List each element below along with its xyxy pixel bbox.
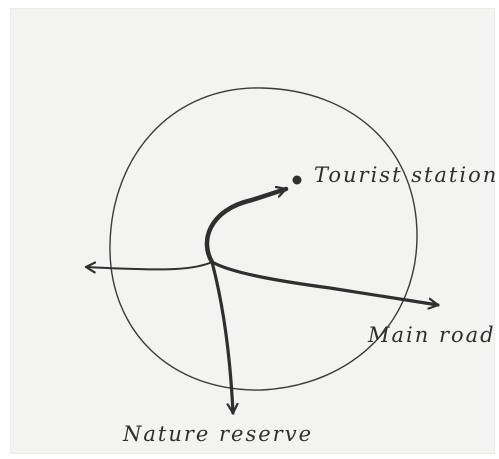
route-to-tourist-station [204,189,289,265]
tourist-station-marker [292,175,302,185]
boundary-circle [109,87,418,391]
route-west [86,261,213,269]
route-to-nature-reserve [210,260,233,415]
label-nature-reserve: Nature reserve [123,422,314,446]
paper-background [10,8,495,454]
label-tourist-station: Tourist station [314,163,499,187]
label-main-road: Main road [368,323,496,347]
route-main-road [210,260,440,305]
